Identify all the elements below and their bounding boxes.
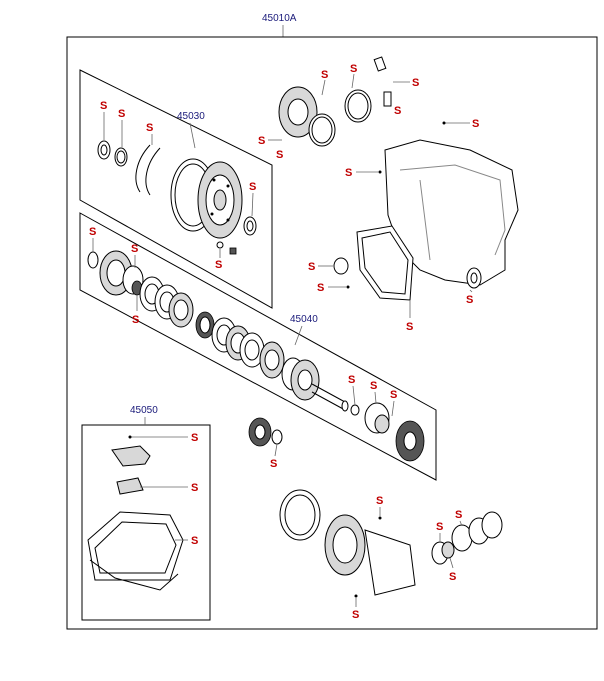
part-brake-band[interactable] bbox=[364, 529, 416, 596]
part-small-seal[interactable] bbox=[350, 404, 360, 416]
part-bolt-top[interactable] bbox=[373, 56, 387, 72]
subkit-45030-leader bbox=[189, 122, 196, 149]
callout-s: S bbox=[348, 374, 355, 386]
callout-s: S bbox=[276, 149, 283, 161]
callout-s: S bbox=[89, 226, 96, 238]
part-gear-washer[interactable] bbox=[271, 429, 283, 445]
transmission-housing-group bbox=[278, 56, 519, 301]
callout-s: S bbox=[132, 314, 139, 326]
part-thrust-washer[interactable] bbox=[243, 216, 257, 236]
part-oring-piston-b[interactable] bbox=[481, 511, 503, 539]
part-clutch-ring-a[interactable] bbox=[279, 489, 321, 541]
callout-s: S bbox=[345, 167, 352, 179]
main-assembly-frame bbox=[66, 36, 598, 630]
part-filter-a[interactable] bbox=[111, 445, 151, 467]
callout-s: S bbox=[455, 509, 462, 521]
callout-s: S bbox=[412, 77, 419, 89]
callout-s: S bbox=[308, 261, 315, 273]
part-snap-ring[interactable] bbox=[135, 144, 151, 193]
callout-s: S bbox=[394, 105, 401, 117]
callout-s: S bbox=[191, 432, 198, 444]
part-group-45040 bbox=[87, 250, 425, 462]
callout-s: S bbox=[350, 63, 357, 75]
callout-s: S bbox=[100, 100, 107, 112]
callout-s: S bbox=[390, 389, 397, 401]
part-seal-ring-large[interactable] bbox=[344, 89, 372, 123]
callout-s: S bbox=[118, 108, 125, 120]
subkit-45040-leader bbox=[294, 325, 303, 346]
callout-s: S bbox=[406, 321, 413, 333]
part-seal-case[interactable] bbox=[333, 257, 349, 275]
callout-s: S bbox=[191, 482, 198, 494]
subkit-number-45050[interactable]: 45050 bbox=[130, 405, 158, 416]
part-seal-output[interactable] bbox=[466, 267, 482, 289]
assembly-number-45010A[interactable]: 45010A bbox=[262, 13, 297, 24]
part-group-45030 bbox=[97, 140, 257, 255]
part-oring-large[interactable] bbox=[308, 113, 336, 147]
callout-s: S bbox=[449, 571, 456, 583]
callout-s: S bbox=[321, 69, 328, 81]
subkit-45050-frame bbox=[81, 424, 211, 621]
part-bolt-drain[interactable] bbox=[383, 91, 392, 107]
s-callouts: S S S S S S S S S S S S S S S S S S bbox=[89, 63, 479, 621]
callout-s: S bbox=[270, 458, 277, 470]
callout-s: S bbox=[317, 282, 324, 294]
subkit-45030-frame bbox=[79, 69, 273, 309]
callout-s: S bbox=[258, 135, 265, 147]
part-shaft[interactable] bbox=[311, 383, 346, 403]
callout-s: S bbox=[472, 118, 479, 130]
subkit-number-45030[interactable]: 45030 bbox=[177, 111, 205, 122]
callout-s: S bbox=[436, 521, 443, 533]
part-plug[interactable] bbox=[229, 247, 237, 255]
callout-s: S bbox=[466, 294, 473, 306]
callout-s: S bbox=[146, 122, 153, 134]
callout-s: S bbox=[249, 181, 256, 193]
subkit-45040-frame bbox=[79, 212, 437, 481]
callout-s: S bbox=[131, 243, 138, 255]
callout-s: S bbox=[352, 609, 359, 621]
part-group-bottom bbox=[248, 417, 503, 596]
callout-s: S bbox=[191, 535, 198, 547]
callout-s: S bbox=[215, 259, 222, 271]
callout-s: S bbox=[376, 495, 383, 507]
callout-s: S bbox=[370, 380, 377, 392]
subkit-number-45040[interactable]: 45040 bbox=[290, 314, 318, 325]
part-oil-pan[interactable] bbox=[89, 559, 179, 591]
part-group-45050 bbox=[87, 445, 184, 591]
part-seal-a[interactable] bbox=[87, 251, 99, 269]
part-filter-b[interactable] bbox=[116, 477, 144, 495]
